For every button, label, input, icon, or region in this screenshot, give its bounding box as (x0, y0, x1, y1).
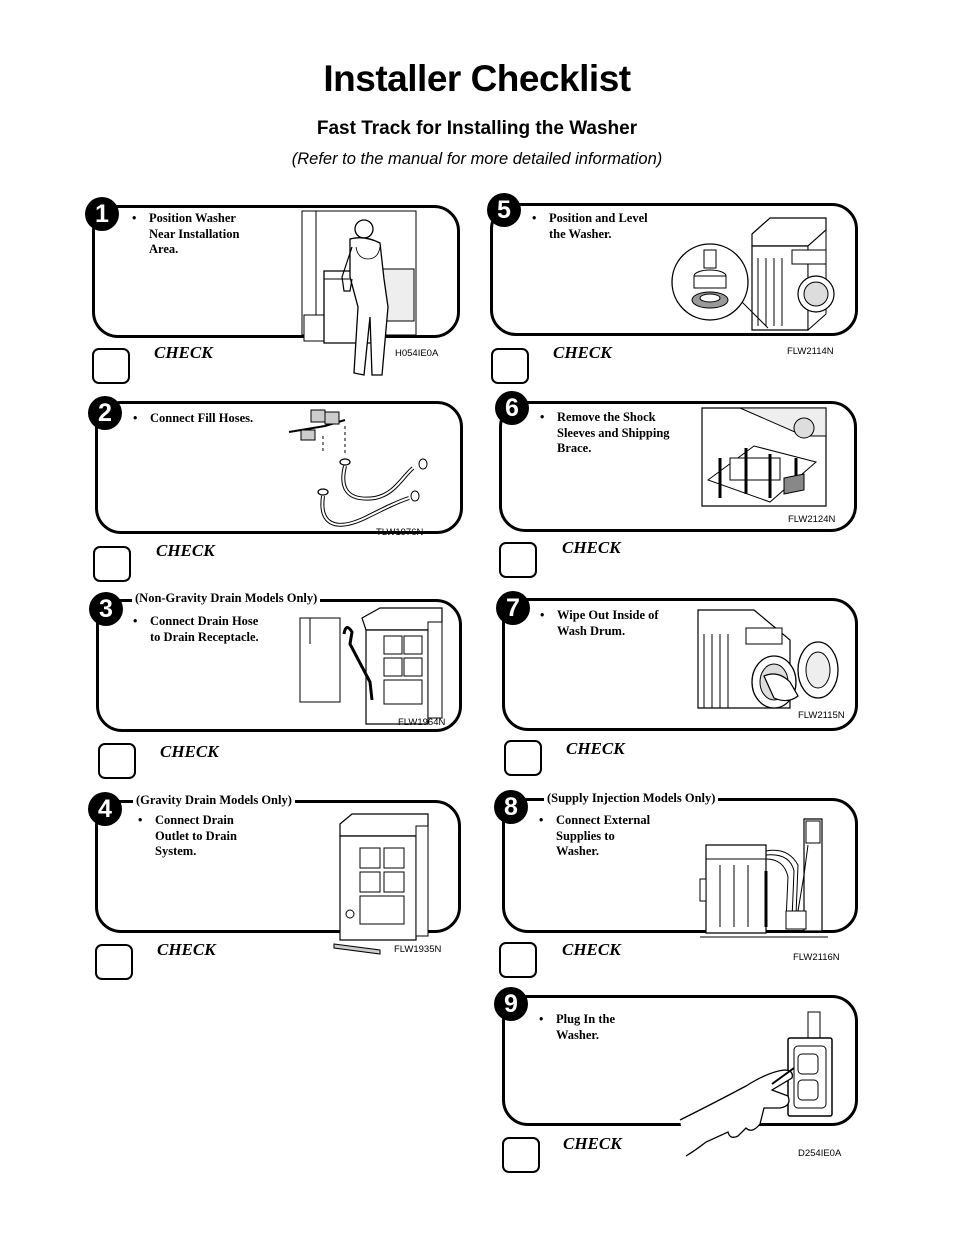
step-6-number-badge: 6 (495, 391, 529, 425)
step-4-figure-code: FLW1935N (394, 944, 442, 955)
fill-hoses-illustration (285, 406, 435, 536)
instruction-line: Supplies to (556, 828, 615, 843)
bullet-mark: • (539, 813, 544, 827)
step-3-check-box[interactable] (98, 743, 136, 779)
step-8-number-badge: 8 (494, 790, 528, 824)
person-moving-washer-illustration (298, 207, 422, 379)
step-7-check-box[interactable] (504, 740, 542, 776)
step-1-check-label: CHECK (154, 343, 213, 362)
page-title: Installer Checklist (323, 58, 631, 99)
step-9-number-badge: 9 (494, 987, 528, 1021)
instruction-line: Position and Level (549, 211, 648, 225)
instruction-line: Connect External (556, 813, 651, 827)
bullet-mark: • (540, 410, 545, 424)
bullet-mark: • (133, 411, 138, 425)
step-3-instruction: • Connect Drain Hose to Drain Receptacle… (133, 614, 259, 645)
step-3-figure-code: FLW1964N (398, 717, 446, 728)
step-1-figure-code: H054IE0A (395, 348, 439, 359)
supply-injection-illustration (698, 815, 838, 943)
bullet-mark: • (539, 1012, 544, 1026)
instruction-line: Plug In the (556, 1012, 616, 1026)
step-8-check-label: CHECK (562, 940, 621, 959)
step-8-figure-code: FLW2116N (793, 952, 840, 963)
step-7-number-badge: 7 (496, 591, 530, 625)
shock-sleeves-illustration (700, 406, 828, 510)
step-9-instruction: • Plug In the Washer. (539, 1012, 616, 1043)
step-3-condition: (Non-Gravity Drain Models Only) (132, 591, 321, 606)
instruction-line: System. (155, 844, 197, 858)
step-2-check-box[interactable] (93, 546, 131, 582)
step-5-number-badge: 5 (487, 193, 521, 227)
step-4-instruction: • Connect Drain Outlet to Drain System. (138, 813, 237, 860)
step-3-number-badge: 3 (89, 592, 123, 626)
instruction-line: Wash Drum. (557, 623, 626, 638)
step-5-figure-code: FLW2114N (787, 346, 834, 357)
step-6-instruction: • Remove the Shock Sleeves and Shipping … (540, 410, 670, 457)
step-2-instruction: • Connect Fill Hoses. (133, 411, 254, 427)
instruction-line: to Drain Receptacle. (150, 629, 259, 644)
instruction-line: Connect Fill Hoses. (150, 411, 254, 425)
plug-in-illustration (676, 1010, 836, 1160)
instruction-line: Washer. (556, 1027, 599, 1042)
step-1-number-badge: 1 (85, 197, 119, 231)
instruction-line: Outlet to Drain (155, 828, 237, 843)
gravity-drain-illustration (332, 808, 442, 960)
instruction-line: Position Washer (149, 211, 236, 225)
bullet-mark: • (132, 211, 137, 225)
step-7-instruction: • Wipe Out Inside of Wash Drum. (540, 608, 659, 639)
instruction-line: Sleeves and Shipping (557, 425, 670, 440)
step-9-figure-code: D254IE0A (798, 1148, 842, 1159)
step-4-number-badge: 4 (88, 792, 122, 826)
step-3-check-label: CHECK (160, 742, 219, 761)
step-2-figure-code: TLW1976N (376, 527, 424, 538)
wash-drum-illustration (694, 604, 844, 712)
instruction-line: Washer. (556, 844, 599, 858)
instruction-line: the Washer. (549, 226, 612, 241)
instruction-line: Wipe Out Inside of (557, 608, 659, 622)
step-2-number-badge: 2 (88, 396, 122, 430)
step-9-check-box[interactable] (502, 1137, 540, 1173)
instruction-line: Connect Drain (155, 813, 234, 827)
step-2-check-label: CHECK (156, 541, 215, 560)
bullet-mark: • (138, 813, 143, 827)
bullet-mark: • (540, 608, 545, 622)
instruction-line: Remove the Shock (557, 410, 656, 424)
page-subtitle: Fast Track for Installing the Washer (316, 118, 638, 139)
bullet-mark: • (532, 211, 537, 225)
reference-note: (Refer to the manual for more detailed i… (291, 150, 663, 168)
step-5-instruction: • Position and Level the Washer. (532, 211, 648, 242)
step-6-check-box[interactable] (499, 542, 537, 578)
instruction-line: Connect Drain Hose (150, 614, 259, 628)
step-5-check-box[interactable] (491, 348, 529, 384)
step-8-condition: (Supply Injection Models Only) (544, 791, 719, 806)
step-4-check-label: CHECK (157, 940, 216, 959)
step-4-condition: (Gravity Drain Models Only) (133, 793, 295, 808)
level-washer-illustration (670, 210, 850, 340)
step-4-check-box[interactable] (95, 944, 133, 980)
step-5-check-label: CHECK (553, 343, 612, 362)
step-2-frame (95, 401, 463, 534)
step-6-check-label: CHECK (562, 538, 621, 557)
step-7-figure-code: FLW2115N (798, 710, 845, 721)
step-7-check-label: CHECK (566, 739, 625, 758)
step-6-figure-code: FLW2124N (788, 514, 836, 525)
instruction-line: Brace. (557, 441, 592, 455)
step-1-check-box[interactable] (92, 348, 130, 384)
bullet-mark: • (133, 614, 138, 628)
step-9-check-label: CHECK (563, 1134, 622, 1153)
instruction-line: Near Installation (149, 226, 240, 241)
drain-hose-illustration (296, 604, 446, 730)
step-1-instruction: • Position Washer Near Installation Area… (132, 211, 240, 258)
step-8-check-box[interactable] (499, 942, 537, 978)
instruction-line: Area. (149, 242, 179, 256)
step-8-instruction: • Connect External Supplies to Washer. (539, 813, 651, 860)
